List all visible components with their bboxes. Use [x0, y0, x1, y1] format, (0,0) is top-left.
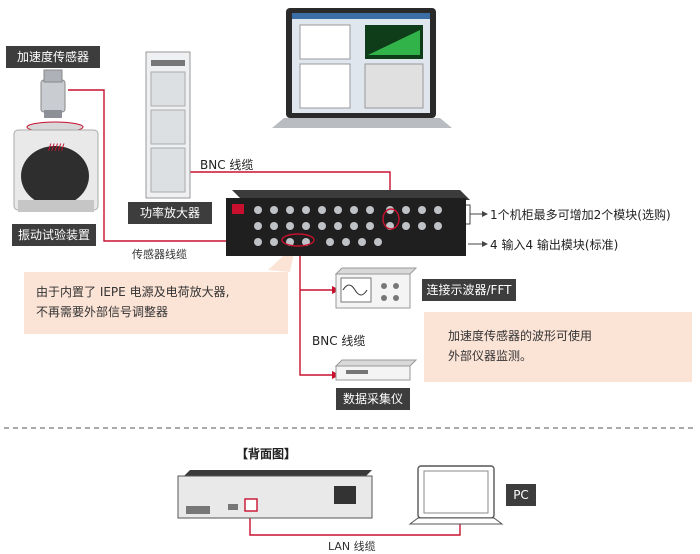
label-daq: 数据采集仪 [336, 388, 410, 410]
bnc-cable-daq-line [299, 244, 332, 376]
accelerometer [40, 69, 66, 118]
oscilloscope-device [334, 267, 418, 309]
note-iepe-line1: 由于内置了 IEPE 电源及电荷放大器, [36, 285, 230, 299]
label-lan-cable: LAN 线缆 [328, 540, 376, 553]
sensor-cable-line [68, 89, 228, 242]
power-amplifier [145, 51, 191, 199]
label-back-view: 【背面图】 [236, 447, 297, 461]
label-pc: PC [506, 484, 536, 506]
label-power-amp: 功率放大器 [128, 202, 212, 224]
svg-text://///: ///// [48, 143, 65, 153]
label-io-module: 4 输入4 输出模块(标准) [490, 238, 619, 252]
label-cabinet-note: 1个机柜最多可增加2个模块(选购) [490, 208, 671, 222]
bnc-connectors [254, 206, 442, 246]
daq-device [334, 359, 418, 381]
label-oscilloscope: 连接示波器/FFT [422, 279, 516, 301]
label-bnc-cable-mid: BNC 线缆 [312, 334, 366, 348]
label-vibration-system: 振动试验装置 [12, 224, 96, 246]
note-waveform: 加速度传感器的波形可使用 外部仪器监测。 [424, 312, 692, 382]
back-panel [177, 470, 373, 519]
label-bnc-cable-top: BNC 线缆 [200, 158, 254, 172]
note-iepe: 由于内置了 IEPE 电源及电荷放大器, 不再需要外部信号调整器 [24, 272, 288, 334]
note-waveform-line1: 加速度传感器的波形可使用 [448, 329, 593, 343]
pc-laptop [408, 465, 504, 525]
shaker-device: ///// [13, 121, 99, 212]
note-iepe-line2: 不再需要外部信号调整器 [36, 305, 169, 319]
laptop [272, 8, 452, 128]
lan-cable-line [249, 507, 461, 536]
label-accel-sensor: 加速度传感器 [6, 46, 100, 68]
label-sensor-cable: 传感器线缆 [132, 248, 187, 261]
note-waveform-line2: 外部仪器监测。 [448, 349, 533, 363]
controller-unit [226, 190, 470, 256]
